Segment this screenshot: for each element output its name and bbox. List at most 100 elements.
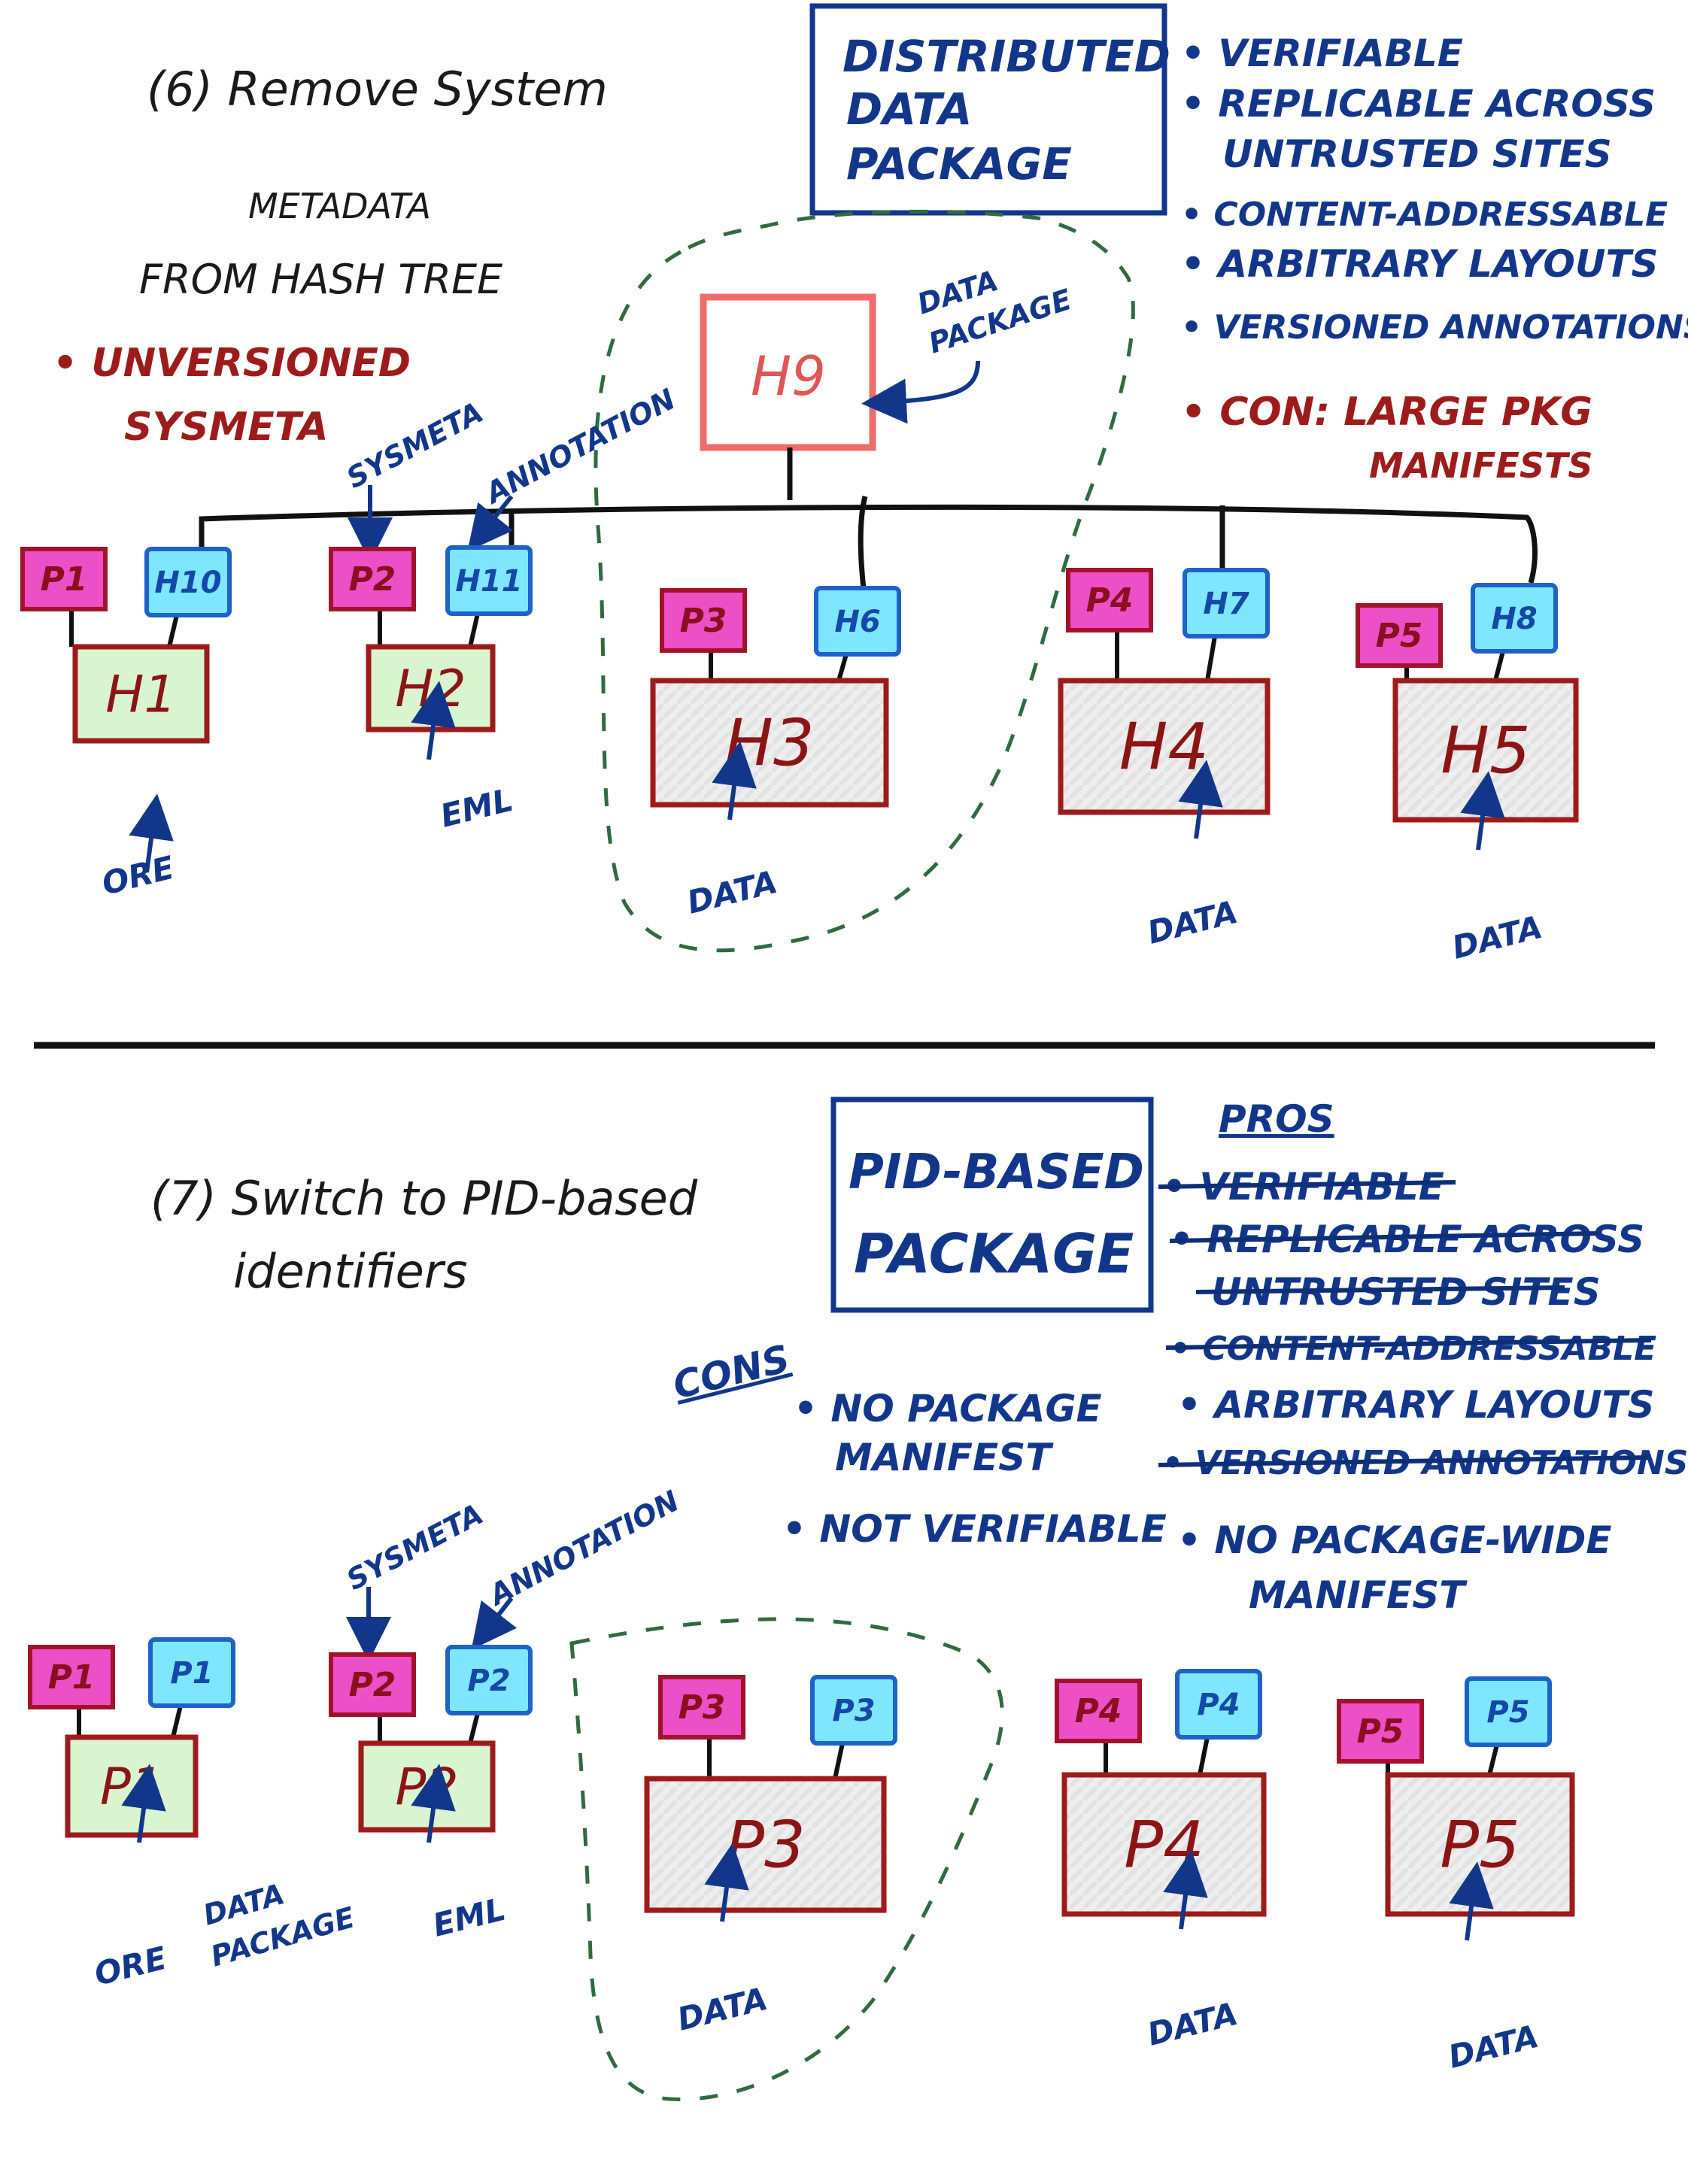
annotation-connector (468, 1712, 480, 1744)
annotation-tag-label: H8 (1491, 602, 1537, 636)
annotation-tag-label: H11 (455, 564, 522, 599)
annotation-tag (1175, 1669, 1262, 1740)
caption-label: DATA (1445, 2018, 1543, 2076)
strike-content-addressable (1165, 1338, 1652, 1350)
pro6-untrusted-sites: UNTRUSTED SITES (1222, 132, 1612, 176)
annotation-tag (1471, 583, 1558, 654)
sysmeta-tag-label: P5 (1376, 617, 1423, 655)
unversioned-sysmeta-note-line2: SYSMETA (124, 405, 329, 450)
pro7-arbitrary-layouts: • ARBITRARY LAYOUTS (1177, 1383, 1655, 1427)
object-label: H1 (105, 666, 176, 725)
annotation-tag-label: H6 (834, 605, 880, 639)
annotation-connector (171, 1705, 183, 1738)
annotation-tag (445, 1645, 533, 1715)
annotation-connector (1493, 651, 1505, 681)
caption-arrow (1449, 1861, 1494, 1941)
root-hash-node (700, 293, 876, 451)
annotation-connector (1487, 1744, 1499, 1776)
object-label: P4 (1124, 1808, 1204, 1883)
sysmeta-tag-label: P3 (679, 1688, 726, 1727)
root-hash-label: H9 (751, 344, 826, 408)
object-label: P2 (395, 1758, 458, 1818)
sysmeta-tag-label: P5 (1357, 1712, 1404, 1751)
annotation-connector (836, 654, 849, 681)
sysmeta-tag-label: P2 (349, 1666, 396, 1704)
strike-versioned-annotations (1158, 1455, 1648, 1467)
con7-manifest: MANIFEST (835, 1436, 1054, 1479)
sysmeta-tag (329, 547, 416, 611)
caption-label: EML (437, 781, 517, 835)
con6-manifests: MANIFESTS (1369, 445, 1592, 486)
object-label: H5 (1441, 714, 1530, 789)
root-annotation-arrow (861, 360, 980, 424)
caption-arrow (411, 1764, 456, 1843)
box6-title-line1: DISTRIBUTED (842, 31, 1170, 82)
strike-untrusted-sites (1195, 1285, 1565, 1294)
caption-label: DATA (674, 1980, 772, 2038)
pro7-content-addressable: • CONTENT-ADDRESSABLE (1170, 1330, 1656, 1368)
annotation-tag-label: P5 (1486, 1695, 1529, 1730)
annotation-tag (814, 586, 901, 657)
section6-heading-line2: METADATA (248, 186, 431, 226)
section6-heading-line1: (6) Remove System (147, 62, 608, 117)
annotation-tag-label: H7 (1203, 587, 1249, 621)
sysmeta-tag-label: P3 (680, 602, 727, 640)
annotation-connector (833, 1743, 845, 1779)
caption-arrow (411, 681, 456, 760)
annotation-connector (167, 614, 179, 648)
sysmeta-label-7: SYSMETA (342, 1497, 489, 1597)
data-object-box (1058, 678, 1271, 815)
cons-title: CONS (669, 1336, 794, 1407)
annotation-label-6: ANNOTATION (478, 382, 681, 511)
pros-title: PROS (1219, 1097, 1334, 1141)
section-7: (7) Switch to PID-based identifiers PID-… (28, 1097, 1688, 2101)
con7-no-package: • NO PACKAGE (794, 1387, 1102, 1430)
box6-title-line3: PACKAGE (846, 138, 1072, 190)
caption-arrow (1163, 1850, 1208, 1930)
strike-verifiable (1158, 1180, 1456, 1189)
strike-replicable (1169, 1231, 1599, 1243)
annotation-tag (144, 547, 232, 617)
con6-large-pkg: • CON: LARGE PKG (1181, 390, 1592, 435)
annotation-tag (1465, 1676, 1552, 1747)
object-label: P5 (1440, 1808, 1520, 1883)
caption-label: EML (430, 1891, 509, 1944)
section6-heading-line3: FROM HASH TREE (139, 256, 503, 303)
pid-based-package-box (830, 1097, 1154, 1313)
caption-arrow (121, 1764, 166, 1843)
data-object-box (1061, 1772, 1267, 1917)
section7-heading-line2: identifiers (233, 1244, 468, 1299)
data-object-box (650, 678, 889, 808)
caption-arrow (704, 1843, 749, 1922)
sysmeta-tag (28, 1645, 115, 1709)
pro6-arbitrary-layouts: • ARBITRARY LAYOUTS (1181, 242, 1659, 286)
data-package-boundary (594, 209, 1135, 953)
section7-heading-line1: (7) Switch to PID-based (150, 1171, 698, 1226)
pro7-manifest: MANIFEST (1249, 1573, 1468, 1617)
sysmeta-label-6: SYSMETA (342, 396, 489, 495)
caption-label: DATA (1144, 893, 1242, 951)
annotation-tag-label: P4 (1197, 1688, 1240, 1722)
data-object-box (644, 1776, 887, 1913)
annotation-tag (1183, 568, 1270, 639)
pid-package-boundary (569, 1617, 1004, 2101)
sysmeta-tag (20, 547, 108, 611)
object-label: P3 (725, 1808, 806, 1883)
unversioned-sysmeta-note-line1: • UNVERSIONED (53, 341, 411, 386)
annotation-tag-label: P3 (832, 1694, 875, 1728)
annotation-tag-label: P1 (170, 1656, 213, 1691)
caption-arrow (1178, 760, 1223, 839)
box7-title-line2: PACKAGE (854, 1222, 1134, 1285)
sysmeta-tag (1337, 1699, 1424, 1764)
